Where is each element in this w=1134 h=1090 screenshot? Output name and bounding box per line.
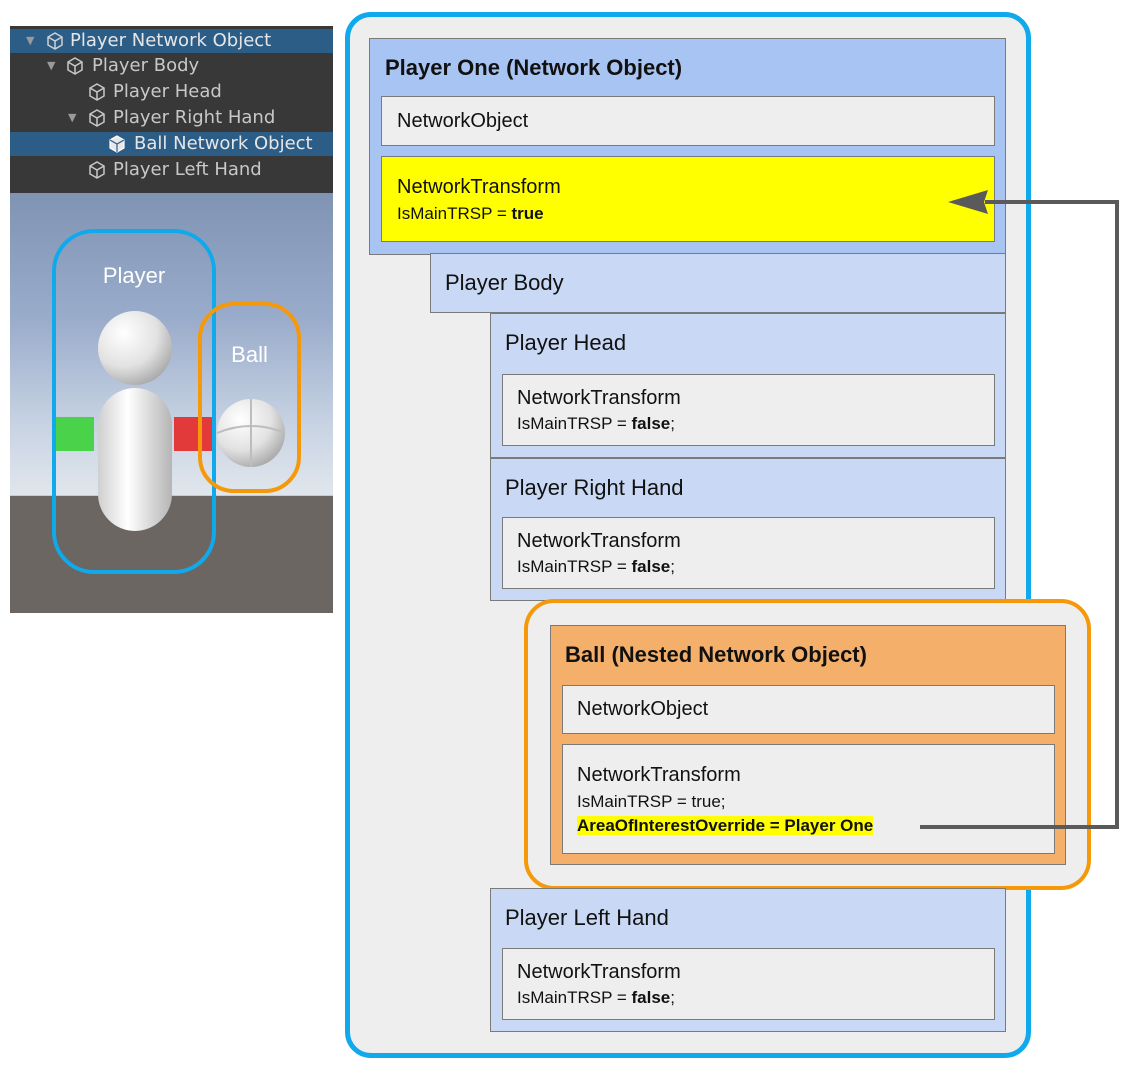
hierarchy-item-player-network-object[interactable]: ▼ Player Network Object: [10, 29, 333, 53]
hierarchy-item-player-head[interactable]: Player Head: [10, 80, 333, 104]
networkobject-label: NetworkObject: [577, 698, 709, 720]
gameobject-cube-icon: [89, 161, 105, 179]
networktransform-label: NetworkTransform: [577, 764, 741, 786]
ismain-suffix: ;: [670, 557, 675, 576]
hierarchy-item-label: Ball Network Object: [134, 133, 313, 154]
ismain-value: false: [631, 557, 671, 576]
left-hand-cube: [56, 417, 94, 451]
player-label: Player: [102, 263, 166, 288]
hierarchy-item-player-body[interactable]: ▼ Player Body: [10, 54, 333, 78]
ismain-prefix: IsMainTRSP =: [517, 988, 632, 1007]
ismain-line: IsMainTRSP = true: [397, 204, 544, 224]
player-left-hand-networktransform: NetworkTransform IsMainTRSP = false;: [502, 948, 995, 1020]
gameobject-cube-icon: [89, 83, 105, 101]
player-head-networktransform: NetworkTransform IsMainTRSP = false;: [502, 374, 995, 446]
expand-arrow-icon[interactable]: ▼: [47, 59, 56, 72]
ball-networkobject: NetworkObject: [562, 685, 1055, 734]
ismain-value: false: [631, 988, 671, 1007]
player-right-hand-networktransform: NetworkTransform IsMainTRSP = false;: [502, 517, 995, 589]
player-head-title: Player Head: [505, 330, 627, 355]
aoi-override-line: AreaOfInterestOverride = Player One: [577, 816, 874, 836]
player-right-hand-title: Player Right Hand: [505, 475, 684, 500]
ismain-line: IsMainTRSP = false;: [517, 414, 675, 434]
player-outline: [52, 229, 216, 574]
hierarchy-item-player-left-hand[interactable]: Player Left Hand: [10, 158, 333, 182]
player-body-block: Player Body: [430, 253, 1006, 313]
ball-title: Ball (Nested Network Object): [565, 642, 867, 667]
player-body-title: Player Body: [445, 270, 564, 295]
hierarchy-item-player-right-hand[interactable]: ▼ Player Right Hand: [10, 106, 333, 130]
player-left-hand-title: Player Left Hand: [505, 905, 669, 930]
ismain-line: IsMainTRSP = false;: [517, 557, 675, 577]
aoi-override-text: AreaOfInterestOverride = Player One: [577, 816, 874, 835]
ball-outline: [198, 302, 301, 493]
hierarchy-item-ball-network-object[interactable]: Ball Network Object: [10, 132, 333, 156]
ismain-prefix: IsMainTRSP =: [517, 557, 632, 576]
ismain-value: false: [631, 414, 671, 433]
hierarchy-item-label: Player Body: [92, 55, 200, 76]
networktransform-label: NetworkTransform: [517, 387, 681, 409]
networktransform-label: NetworkTransform: [517, 961, 681, 983]
scene-render: [52, 229, 301, 574]
ismain-value: true: [511, 204, 544, 223]
hierarchy-item-label: Player Left Hand: [113, 159, 262, 180]
hierarchy-panel: ▼ Player Network Object ▼ Player Body Pl…: [10, 26, 333, 193]
ismain-prefix: IsMainTRSP =: [397, 204, 512, 223]
ball-networktransform: NetworkTransform IsMainTRSP = true; Area…: [562, 744, 1055, 854]
player-body-capsule: [98, 388, 172, 531]
ball-label: Ball: [231, 342, 268, 367]
ismain-suffix: ;: [670, 414, 675, 433]
expand-arrow-icon[interactable]: ▼: [68, 111, 77, 124]
hierarchy-item-label: Player Right Hand: [113, 107, 276, 128]
player-head-sphere: [98, 311, 172, 385]
ismain-prefix: IsMainTRSP =: [517, 414, 632, 433]
scene-view[interactable]: Player Ball: [10, 193, 333, 613]
player-one-networkobject: NetworkObject: [381, 96, 995, 146]
right-hand-cube: [174, 417, 212, 451]
expand-arrow-icon[interactable]: ▼: [26, 34, 35, 47]
ismain-line: IsMainTRSP = false;: [517, 988, 675, 1008]
gameobject-cube-icon: [47, 32, 63, 50]
hierarchy-item-label: Player Network Object: [70, 30, 272, 51]
player-one-title: Player One (Network Object): [385, 55, 683, 80]
gameobject-cube-icon: [89, 109, 105, 127]
ismain-suffix: ;: [670, 988, 675, 1007]
player-one-networktransform: NetworkTransform IsMainTRSP = true: [381, 156, 995, 242]
network-object-cube-icon: [109, 135, 125, 153]
hierarchy-item-label: Player Head: [113, 81, 222, 102]
networkobject-label: NetworkObject: [397, 110, 529, 132]
ismain-line: IsMainTRSP = true;: [577, 792, 726, 811]
networktransform-label: NetworkTransform: [517, 530, 681, 552]
gameobject-cube-icon: [67, 57, 83, 75]
networktransform-label: NetworkTransform: [397, 176, 561, 198]
